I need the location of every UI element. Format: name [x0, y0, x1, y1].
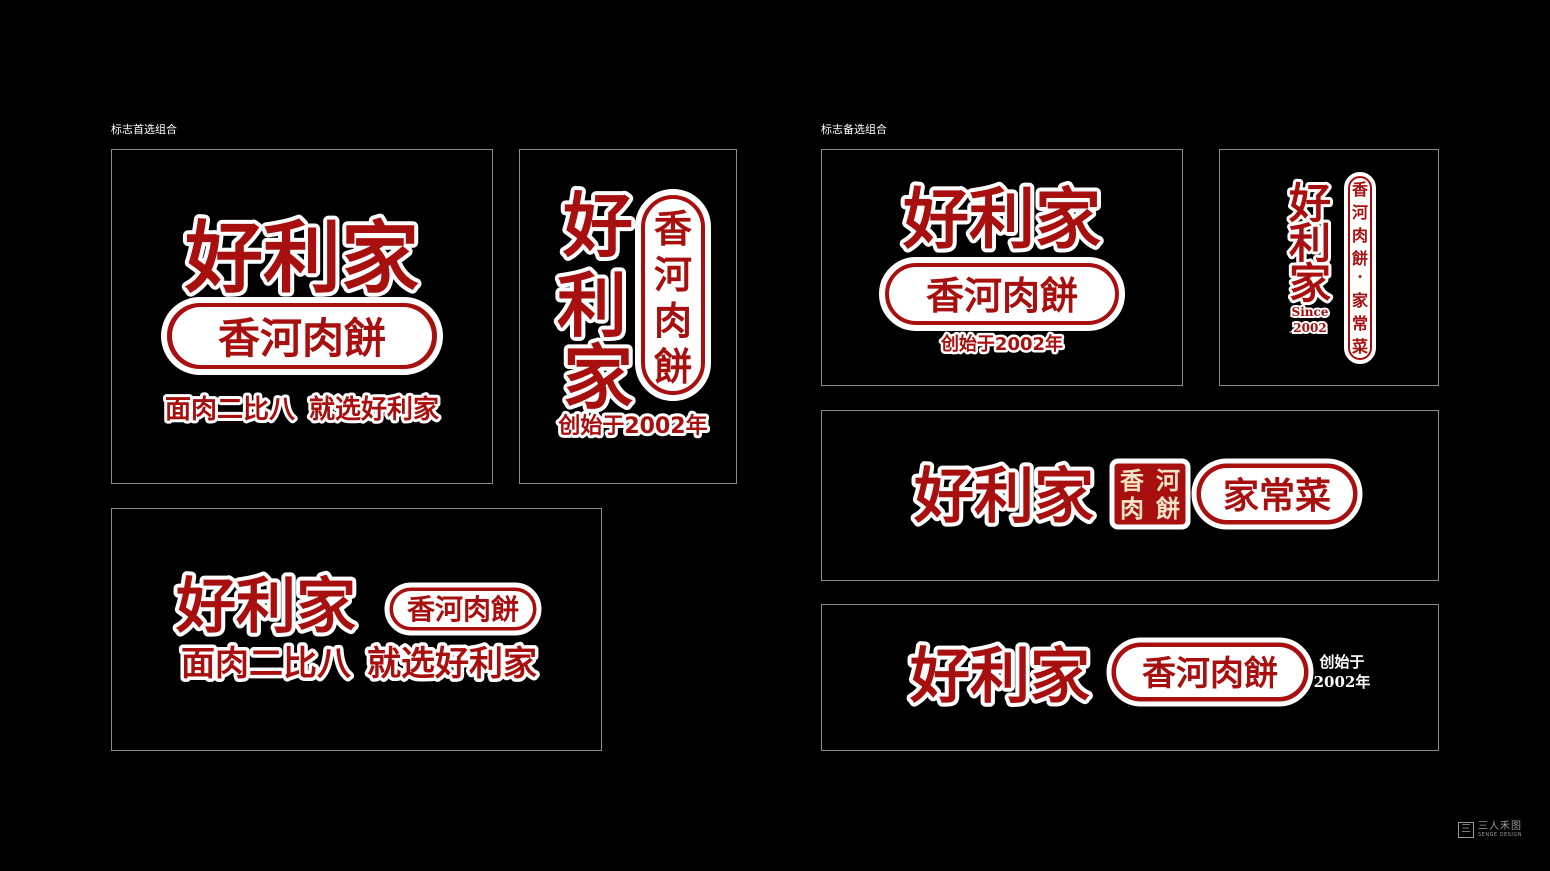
- home-cooking-char-3: 菜: [1351, 337, 1368, 356]
- logo-horizontal-slogan: 好利家 香河肉餅 面肉二比八 就选好利家: [171, 568, 542, 688]
- founded-text: 创始于2002年: [940, 333, 1063, 355]
- product-pill-inner: [393, 591, 533, 627]
- slogan-part1: 面肉二比八: [181, 644, 352, 684]
- product-name: 香河肉餅: [926, 273, 1078, 318]
- logo-vertical: 好 利 家 香 河 肉 餅 创始于2002年: [553, 180, 711, 442]
- founded-line1: 创始于: [1318, 653, 1364, 671]
- logo-frame-horizontal-founded: 好利家 香河肉餅 创始于 2002年: [821, 604, 1439, 751]
- badge-char-3: 肉: [1120, 494, 1144, 523]
- product-char-2: 河: [654, 252, 692, 297]
- brand-name: 好利家: [913, 462, 1094, 532]
- brand-char-1: 好: [1288, 179, 1331, 228]
- studio-watermark: 三 三人禾图 SENGE DESIGN: [1458, 822, 1522, 838]
- logo-frame-horizontal-home-cooking: 好利家 香 河 肉 餅 家常菜: [821, 410, 1439, 581]
- home-cooking-pill-inner: [1201, 468, 1353, 520]
- badge-char-2: 河: [1156, 466, 1180, 495]
- logo-alternate-stacked: 好利家 香河肉餅 创始于2002年: [879, 176, 1125, 358]
- product-pill-inner: [1116, 647, 1304, 697]
- brand-char-2: 利: [557, 264, 627, 347]
- studio-logo-icon: 三: [1458, 822, 1474, 838]
- product-char-2: 河: [1352, 203, 1368, 222]
- brand-char-1: 好: [562, 184, 633, 267]
- product-pill-inner: [172, 307, 432, 365]
- logo-frame-vertical: 好 利 家 香 河 肉 餅 创始于2002年: [519, 149, 737, 484]
- product-name: 香河肉餅: [218, 314, 386, 363]
- badge-char-1: 香: [1120, 466, 1145, 495]
- product-name: 香河肉餅: [1142, 654, 1278, 694]
- product-char-3: 肉: [654, 298, 692, 343]
- brand-name: 好利家: [184, 213, 419, 304]
- separator-dot: ·: [1357, 267, 1363, 286]
- logo-alternate-vertical: 好 利 家 Since 2002 香 河 肉 餅 · 家 常 菜: [1285, 172, 1376, 364]
- logo-horizontal-founded: 好利家 香河肉餅 创始于 2002年: [905, 637, 1371, 716]
- brand-name: 好利家: [902, 180, 1101, 258]
- founded-text: 创始于2002年: [557, 413, 707, 439]
- brand-name: 好利家: [175, 572, 356, 642]
- alternate-combo-label: 标志备选组合: [821, 123, 887, 136]
- product-pill-inner: [889, 267, 1115, 321]
- brand-name: 好利家: [909, 642, 1090, 712]
- studio-name: 三人禾图: [1478, 821, 1522, 832]
- product-pill-vertical-inner: [1350, 178, 1370, 358]
- logo-frame-alternate-vertical: 好 利 家 Since 2002 香 河 肉 餅 · 家 常 菜: [1219, 149, 1439, 386]
- logo-horizontal-home-cooking: 好利家 香 河 肉 餅 家常菜: [909, 458, 1363, 536]
- product-name: 香河肉餅: [407, 593, 519, 626]
- product-char-4: 餅: [1351, 249, 1368, 268]
- logo-frame-alternate-stacked: 好利家 香河肉餅 创始于2002年: [821, 149, 1183, 386]
- product-badge: [1109, 458, 1191, 530]
- founded-line2: 2002年: [1314, 673, 1371, 691]
- since-year: 2002: [1293, 321, 1326, 335]
- product-char-4: 餅: [654, 344, 692, 389]
- brand-char-2: 利: [1289, 219, 1331, 268]
- since-label: Since: [1292, 305, 1329, 319]
- product-pill-vertical-inner: [645, 199, 701, 391]
- home-cooking-char-2: 常: [1352, 314, 1368, 333]
- product-char-3: 肉: [1352, 226, 1368, 245]
- brand-char-3: 家: [563, 336, 633, 419]
- product-char-1: 香: [1351, 180, 1369, 199]
- home-cooking-char-1: 家: [1352, 291, 1369, 310]
- badge-char-4: 餅: [1156, 494, 1180, 523]
- home-cooking-text: 家常菜: [1223, 475, 1331, 517]
- logo-primary-stacked: 好利家 香河肉餅 面肉二比八 就选好利家: [161, 209, 443, 428]
- slogan-part2: 就选好利家: [367, 644, 537, 684]
- primary-combo-label: 标志首选组合: [111, 123, 177, 136]
- logo-frame-primary-stacked: 好利家 香河肉餅 面肉二比八 就选好利家: [111, 149, 493, 484]
- slogan-part1: 面肉二比八: [165, 395, 296, 425]
- slogan-part2: 就选好利家: [309, 394, 439, 425]
- brand-char-3: 家: [1289, 259, 1331, 308]
- studio-subtitle: SENGE DESIGN: [1478, 832, 1522, 838]
- logo-frame-horizontal-slogan: 好利家 香河肉餅 面肉二比八 就选好利家: [111, 508, 602, 751]
- product-char-1: 香: [654, 206, 692, 251]
